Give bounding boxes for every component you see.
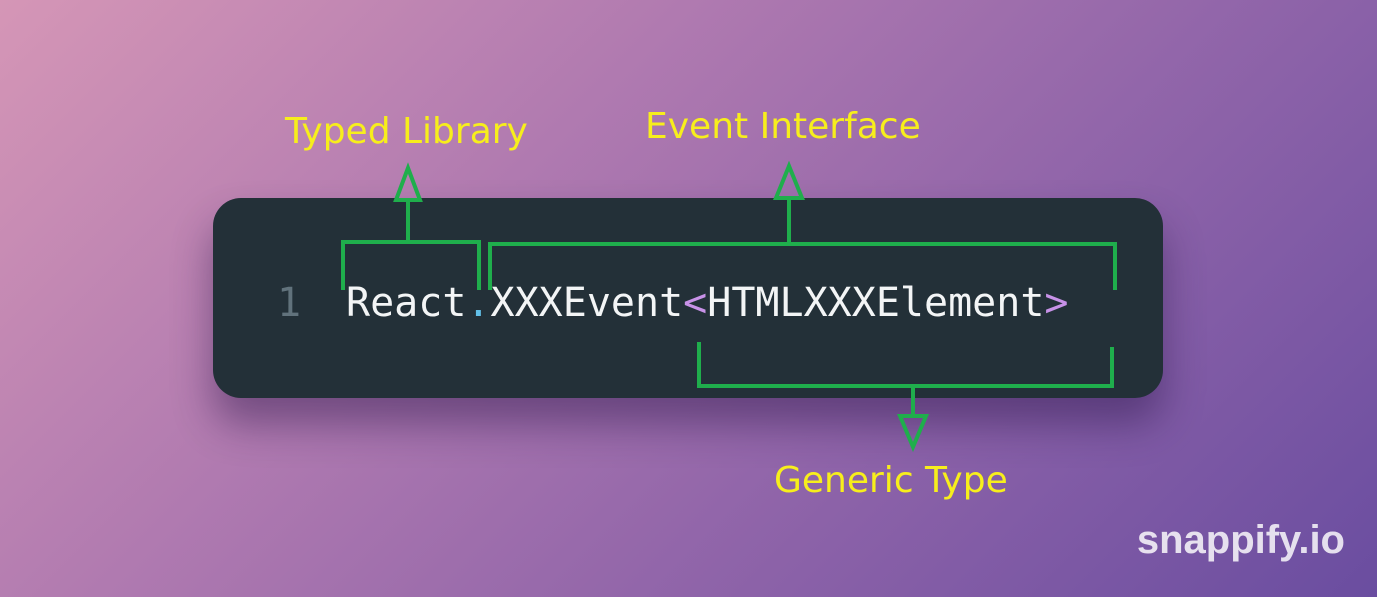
token-react: React	[346, 280, 467, 326]
typed-library-arrow	[393, 162, 423, 202]
event-interface-label: Event Interface	[645, 106, 921, 147]
code-line: React.XXXEvent<HTMLXXXElement>	[346, 283, 1069, 323]
token-close-bracket: >	[1044, 280, 1069, 326]
snappify-watermark: snappify.io	[1136, 518, 1345, 562]
typed-library-bracket	[341, 240, 481, 290]
line-number: 1	[277, 280, 302, 326]
typed-library-label: Typed Library	[285, 111, 528, 152]
generic-type-arrow	[896, 414, 930, 453]
token-open-bracket: <	[683, 280, 708, 326]
generic-type-bracket	[697, 342, 1114, 388]
token-event: XXXEvent	[490, 280, 684, 326]
generic-type-label: Generic Type	[774, 460, 1008, 501]
event-interface-arrow	[773, 160, 805, 200]
token-element: HTMLXXXElement	[707, 280, 1045, 326]
event-interface-bracket	[488, 242, 1117, 290]
code-card	[213, 198, 1163, 398]
